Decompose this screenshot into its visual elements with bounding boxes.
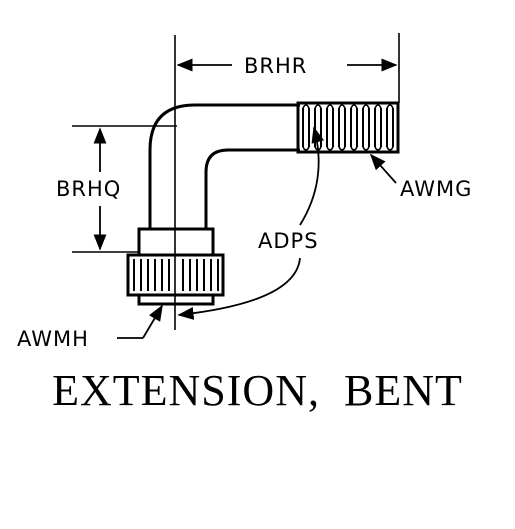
label-awmh: AWMH xyxy=(17,327,89,351)
label-brhr: BRHR xyxy=(244,54,307,78)
label-brhq: BRHQ xyxy=(56,177,121,201)
leader-adps xyxy=(177,126,325,320)
diagram-title: EXTENSION, BENT xyxy=(52,366,463,415)
label-adps: ADPS xyxy=(258,229,319,253)
leader-awmh xyxy=(117,304,163,339)
leader-awmg xyxy=(369,153,397,184)
extension-lines xyxy=(72,33,400,330)
bent-tube xyxy=(148,103,300,230)
label-awmg: AWMG xyxy=(400,177,472,201)
knurled-end-awmg xyxy=(296,101,400,154)
knurled-nut-awmh xyxy=(126,227,225,306)
